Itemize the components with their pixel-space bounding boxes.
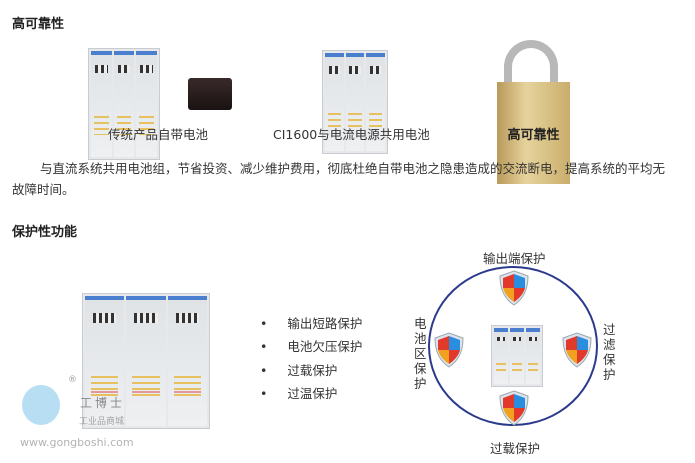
cabinet-image-large [82, 293, 210, 429]
mascot-logo [22, 385, 60, 425]
caption-ci1600: CI1600与电流电源共用电池 [273, 127, 430, 142]
label-battery-protection: 电池区保护 [414, 316, 427, 391]
lock-label: 高可靠性 [507, 127, 560, 143]
bullet-item: •输出短路保护 [260, 316, 363, 331]
padlock-image: 高可靠性 [497, 82, 570, 184]
heading-protection: 保护性功能 [12, 225, 78, 240]
label-output-protection: 输出端保护 [483, 251, 546, 266]
caption-traditional: 传统产品自带电池 [108, 127, 209, 142]
lock-shackle [504, 40, 558, 110]
shield-icon [562, 332, 592, 368]
bullet-item: •过温保护 [260, 386, 338, 401]
shield-icon [499, 390, 529, 426]
cabinet-image-ci1600 [322, 50, 388, 154]
cabinet-image-center [491, 325, 543, 387]
protection-ring [428, 266, 598, 426]
paragraph-line2: 故障时间。 [12, 182, 75, 197]
bullet-item: •过载保护 [260, 363, 338, 378]
shield-icon [434, 332, 464, 368]
heading-high-reliability: 高可靠性 [12, 17, 65, 32]
battery-image [188, 78, 232, 110]
paragraph-line1: 与直流系统共用电池组，节省投资、减少维护费用，彻底杜绝自带电池之隐患造成的交流断… [40, 161, 666, 176]
label-filter-protection: 过滤保护 [603, 322, 616, 382]
bullet-item: •电池欠压保护 [260, 339, 363, 354]
shield-icon [499, 270, 529, 306]
label-overload-protection: 过载保护 [490, 441, 541, 456]
cabinet-image-traditional [88, 48, 160, 160]
